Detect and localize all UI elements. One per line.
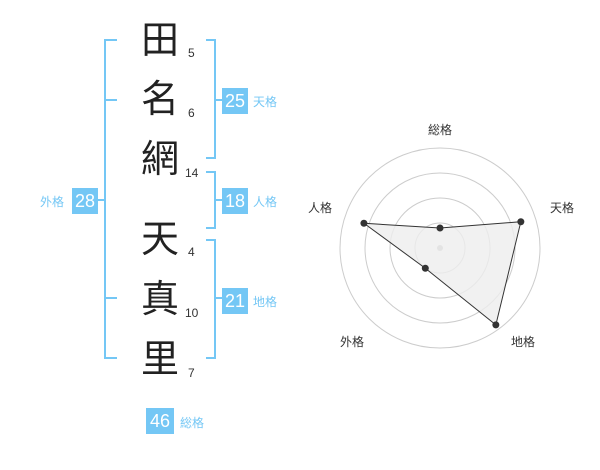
tenkaku-label: 天格 <box>253 95 278 109</box>
radar-ring <box>364 172 516 324</box>
stroke-count-2: 6 <box>188 106 195 120</box>
gaikaku-label: 外格 <box>40 195 65 209</box>
soukaku-label: 総格 <box>180 416 205 430</box>
name-char-4: 天 <box>140 217 179 261</box>
stroke-count-4: 4 <box>188 245 195 259</box>
stroke-count-6: 7 <box>188 366 195 380</box>
name-char-2: 名 <box>140 77 179 121</box>
jinkaku-value-badge: 18 <box>222 188 248 214</box>
tenkaku-value-badge: 25 <box>222 88 248 114</box>
soukaku-value-badge: 46 <box>146 408 174 434</box>
radar-axis-label-tenkaku: 天格 <box>550 201 575 215</box>
stroke-count-5: 10 <box>185 306 199 320</box>
name-char-5: 真 <box>140 277 179 321</box>
chikaku-value-badge: 21 <box>222 288 248 314</box>
name-char-3: 網 <box>140 137 179 181</box>
jinkaku-label: 人格 <box>253 195 278 209</box>
stroke-count-3: 14 <box>185 166 199 180</box>
radar-point-2 <box>517 218 525 226</box>
radar-axis-label-gaikaku: 外格 <box>340 335 365 349</box>
radar-point-4 <box>421 264 429 272</box>
radar-axis-label-jinkaku: 人格 <box>308 201 333 215</box>
radar-ring <box>339 147 541 349</box>
radar-point-5 <box>360 219 368 227</box>
radar-value-polygon <box>362 221 522 326</box>
radar-point-1 <box>436 224 444 232</box>
gaikaku-value-badge: 28 <box>72 188 98 214</box>
radar-axis-label-chikaku: 地格 <box>511 335 536 349</box>
name-char-6: 里 <box>140 337 179 381</box>
stroke-count-1: 5 <box>188 46 195 60</box>
name-char-1: 田 <box>140 18 179 62</box>
chikaku-label: 地格 <box>253 295 278 309</box>
radar-axis-label-soukaku: 総格 <box>428 123 453 137</box>
radar-point-3 <box>492 321 500 329</box>
